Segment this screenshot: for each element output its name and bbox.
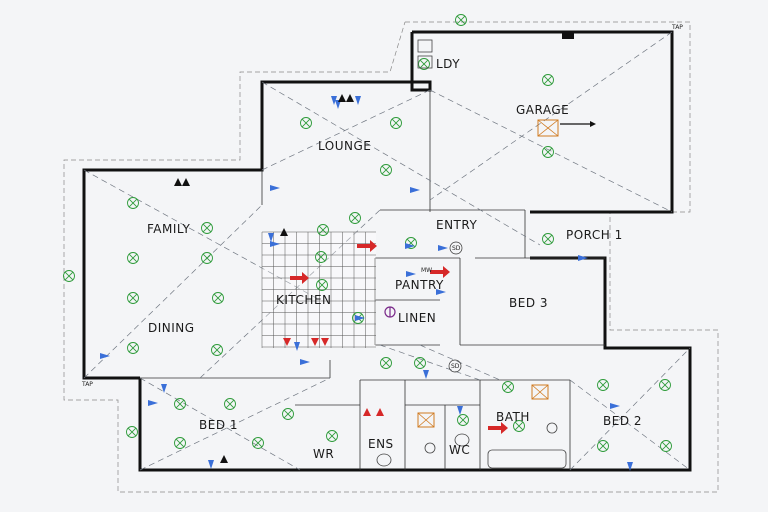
power-point-icon — [270, 241, 280, 247]
power-point-icon — [355, 315, 365, 321]
ceiling-light-icon — [316, 279, 328, 291]
ceiling-light-icon — [326, 430, 338, 442]
ceiling-lights — [63, 14, 672, 452]
ceiling-light-icon — [418, 58, 430, 70]
ceiling-light-icon — [127, 252, 139, 264]
power-point-icon — [355, 96, 361, 105]
label-ldy: LDY — [436, 57, 460, 71]
label-tap-garage: TAP — [671, 24, 683, 31]
ceiling-light-icon — [659, 379, 671, 391]
power-point-icon — [423, 370, 429, 379]
label-wc: WC — [449, 443, 470, 457]
ceiling-light-icon — [174, 437, 186, 449]
power-point-icon — [268, 233, 274, 242]
power-point-icon — [294, 342, 300, 351]
ceiling-light-icon — [597, 379, 609, 391]
label-wr: WR — [313, 447, 334, 461]
power-point-icon — [627, 462, 633, 471]
ceiling-light-icon — [542, 74, 554, 86]
label-sd-hall: SD — [451, 363, 460, 370]
ceiling-light-icon — [542, 146, 554, 158]
label-garage: GARAGE — [516, 103, 569, 117]
site-boundary — [63, 21, 719, 493]
label-sd-entry: SD — [452, 245, 461, 252]
ceiling-light-icon — [282, 408, 294, 420]
ceiling-light-icon — [414, 357, 426, 369]
ceiling-light-icon — [455, 14, 467, 26]
ceiling-light-icon — [597, 440, 609, 452]
ceiling-light-icon — [457, 414, 469, 426]
ceiling-light-icon — [315, 251, 327, 263]
power-point-icon — [270, 185, 280, 191]
smoke-detector-hall: SD — [448, 359, 462, 373]
label-bed3: BED 3 — [509, 296, 548, 310]
label-lounge: LOUNGE — [318, 139, 371, 153]
power-point-icon — [100, 353, 110, 359]
ceiling-light-icon — [127, 342, 139, 354]
label-entry: ENTRY — [436, 218, 477, 232]
ceiling-light-icon — [252, 437, 264, 449]
ceiling-light-icon — [63, 270, 75, 282]
ceiling-lines — [83, 31, 691, 471]
ceiling-light-icon — [126, 426, 138, 438]
power-points — [100, 96, 633, 471]
power-point-icon — [300, 359, 310, 365]
power-point-icon — [436, 289, 446, 295]
ceiling-light-icon — [349, 212, 361, 224]
power-point-icon — [148, 400, 158, 406]
ceiling-light-icon — [211, 344, 223, 356]
power-point-icon — [335, 100, 341, 109]
ceiling-light-icon — [380, 164, 392, 176]
ceiling-light-icon — [127, 197, 139, 209]
exhaust-fan-icon — [417, 384, 549, 428]
garage-hatch — [537, 119, 559, 137]
ceiling-light-icon — [390, 117, 402, 129]
label-mw: MW — [421, 267, 432, 274]
ceiling-light-icon — [513, 420, 525, 432]
ceiling-light-icon — [174, 398, 186, 410]
ceiling-light-icon — [224, 398, 236, 410]
power-point-icon — [457, 406, 463, 415]
power-point-icon — [438, 245, 448, 251]
label-family: FAMILY — [147, 222, 190, 236]
power-point-icon — [208, 460, 214, 469]
ceiling-light-icon — [212, 292, 224, 304]
power-point-icon — [406, 271, 416, 277]
ceiling-light-icon — [201, 252, 213, 264]
label-porch: PORCH 1 — [566, 228, 623, 242]
appliance-points — [283, 240, 508, 434]
label-tap-dining: TAP — [81, 381, 93, 388]
interior-walls — [140, 90, 605, 470]
power-point-icon — [610, 403, 620, 409]
tv-phone-icon — [174, 94, 354, 463]
power-point-icon — [410, 187, 420, 193]
smoke-detector-entry: SD — [449, 241, 463, 255]
label-linen: LINEN — [398, 311, 436, 325]
power-point-icon — [161, 384, 167, 393]
label-bath: BATH — [496, 410, 530, 424]
ceiling-light-icon — [660, 440, 672, 452]
ceiling-light-icon — [317, 224, 329, 236]
label-bed2: BED 2 — [603, 414, 642, 428]
ceiling-light-icon — [380, 357, 392, 369]
label-kitchen: KITCHEN — [276, 293, 332, 307]
ceiling-light-icon — [542, 233, 554, 245]
label-ens: ENS — [368, 437, 394, 451]
ceiling-light-icon — [127, 292, 139, 304]
ceiling-light-icon — [502, 381, 514, 393]
power-point-icon — [578, 255, 588, 261]
garage-door-motor — [562, 33, 574, 39]
ceiling-light-icon — [300, 117, 312, 129]
power-point-icon — [405, 243, 415, 249]
label-dining: DINING — [148, 321, 195, 335]
ceiling-light-icon — [201, 222, 213, 234]
label-pantry: PANTRY — [395, 278, 444, 292]
label-bed1: BED 1 — [199, 418, 238, 432]
power-point-icon — [331, 96, 337, 105]
linen-marker — [384, 306, 396, 318]
bathroom-fixtures — [376, 39, 567, 469]
